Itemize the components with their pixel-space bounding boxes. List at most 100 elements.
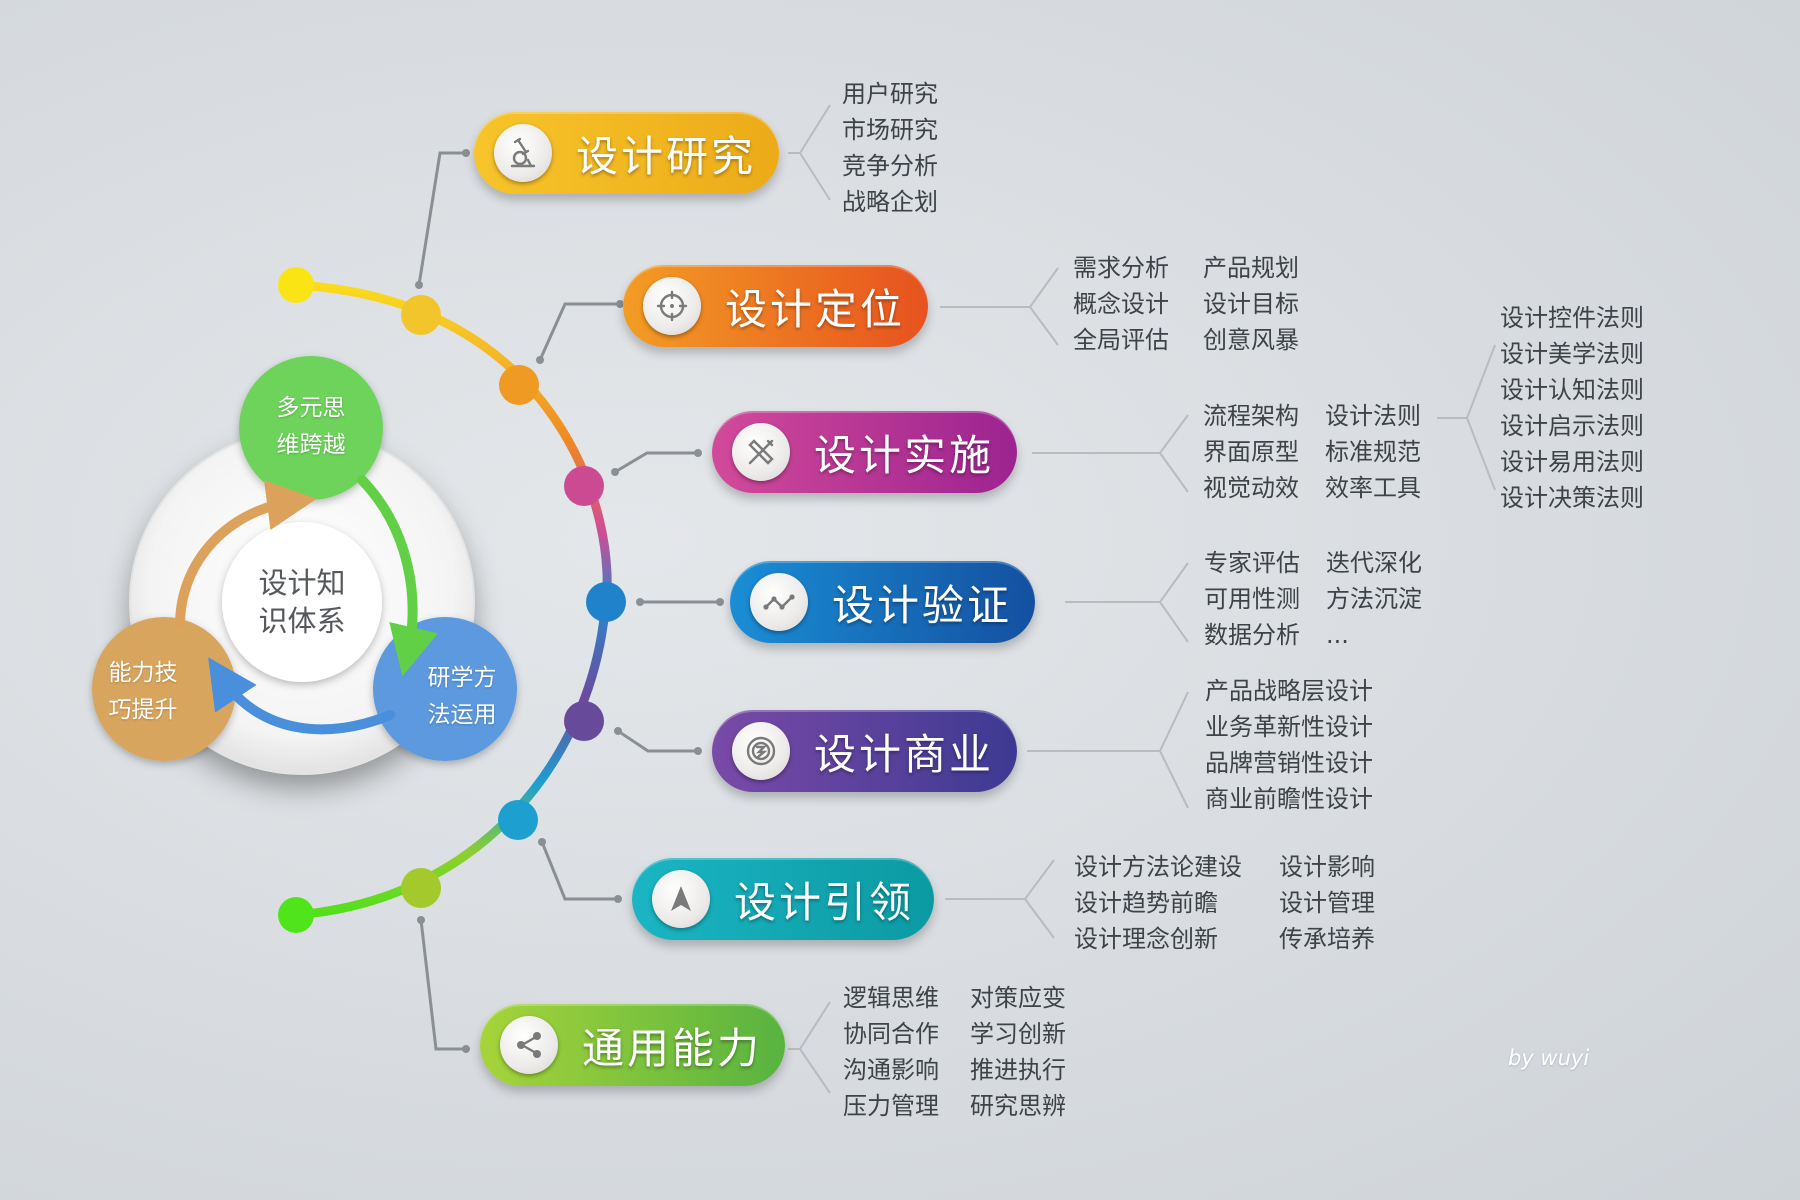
bracket-leadership (945, 859, 1055, 939)
list-item: ... (1326, 621, 1349, 649)
pill-label-design-positioning: 设计定位 (725, 284, 906, 334)
list-item: 设计认知法则 (1500, 376, 1644, 404)
connector-business (616, 729, 700, 753)
author-signature: by wuyi (1508, 1046, 1590, 1070)
list-item: 产品规划 (1203, 254, 1299, 282)
bracket-business (1027, 691, 1189, 809)
list-item: 数据分析 (1204, 621, 1300, 649)
arc-node-business (564, 701, 604, 741)
list-item: 设计启示法则 (1500, 412, 1644, 440)
pill-general-ability[interactable]: 通用能力 (480, 1004, 785, 1086)
list-item: 设计美学法则 (1500, 340, 1644, 368)
list-item: 研究思辨 (970, 1092, 1066, 1120)
microscope-icon (494, 124, 552, 182)
list-item: 设计影响 (1279, 853, 1375, 881)
bracket-research (788, 104, 831, 201)
bracket-general (788, 1001, 831, 1094)
connector-positioning (538, 302, 622, 362)
ruler-pencil-icon (732, 423, 790, 481)
pill-label-general-ability: 通用能力 (582, 1023, 763, 1073)
cycle-arrow-green (357, 475, 438, 677)
connector-leadership (540, 840, 620, 901)
pill-design-positioning[interactable]: 设计定位 (623, 265, 928, 347)
list-item: 可用性测 (1204, 585, 1300, 613)
pill-label-design-implementation: 设计实施 (814, 430, 995, 480)
list-item: 效率工具 (1325, 474, 1421, 502)
arc-end-top (278, 267, 314, 303)
list-design-validation-a: 专家评估 可用性测 数据分析 (1204, 545, 1300, 653)
list-item: 推进执行 (970, 1056, 1066, 1084)
bubble-skills (92, 617, 236, 761)
list-item: 设计控件法则 (1500, 304, 1644, 332)
bubble-label-skills: 能力技 巧提升 (108, 660, 178, 723)
list-design-validation-b: 迭代深化 方法沉淀 ... (1326, 545, 1422, 653)
list-item: 设计理念创新 (1074, 925, 1218, 953)
pill-design-validation[interactable]: 设计验证 (730, 561, 1035, 643)
list-item: 创意风暴 (1203, 326, 1299, 354)
cycle-arrow-blue (208, 657, 395, 735)
list-item: 市场研究 (842, 116, 938, 144)
compass-arrow-icon (652, 870, 710, 928)
list-item: 需求分析 (1073, 254, 1169, 282)
list-item: 流程架构 (1203, 402, 1299, 430)
list-design-leadership-b: 设计影响 设计管理 传承培养 (1279, 849, 1375, 957)
arc-node-general (401, 868, 441, 908)
cycle-arrow-orange (175, 480, 317, 630)
center-core (222, 522, 382, 682)
pill-label-design-research: 设计研究 (576, 131, 757, 181)
list-item: 产品战略层设计 (1205, 677, 1373, 705)
list-item: 专家评估 (1204, 549, 1300, 577)
list-item: 商业前瞻性设计 (1205, 785, 1373, 813)
list-design-implementation-a: 流程架构 界面原型 视觉动效 (1203, 398, 1299, 506)
pill-label-design-business: 设计商业 (814, 729, 995, 779)
list-item: 传承培养 (1279, 925, 1375, 953)
bracket-validation (1065, 562, 1189, 643)
list-item: 设计法则 (1325, 402, 1421, 430)
bubble-label-multi-thinking: 多元思 维跨越 (276, 395, 346, 458)
list-item: 设计管理 (1279, 889, 1375, 917)
pill-design-research[interactable]: 设计研究 (474, 112, 779, 194)
arc-node-research (401, 295, 441, 335)
arc-end-bottom (278, 897, 314, 933)
list-item: 品牌营销性设计 (1205, 749, 1373, 777)
list-item: 方法沉淀 (1326, 585, 1422, 613)
bubble-label-methods: 研学方 法运用 (427, 665, 497, 728)
connector-implementation (613, 451, 700, 474)
list-item: 视觉动效 (1203, 474, 1299, 502)
list-item: 设计方法论建设 (1074, 853, 1242, 881)
list-item: 迭代深化 (1326, 549, 1422, 577)
list-design-implementation-b: 设计法则 标准规范 效率工具 (1325, 398, 1421, 506)
center-title: 设计知 识体系 (258, 566, 346, 638)
list-item: 全局评估 (1073, 326, 1169, 354)
list-item: 设计目标 (1203, 290, 1299, 318)
bracket-positioning (940, 267, 1059, 346)
list-design-positioning-b: 产品规划 设计目标 创意风暴 (1203, 250, 1299, 358)
arc-node-implementation (564, 466, 604, 506)
bubble-multi-thinking (239, 356, 383, 500)
pill-design-business[interactable]: 设计商业 (712, 710, 1017, 792)
crosshair-icon (643, 277, 701, 335)
list-item: 沟通影响 (843, 1056, 939, 1084)
share-icon (500, 1016, 558, 1074)
list-item: 压力管理 (843, 1092, 939, 1120)
list-item: 协同合作 (843, 1020, 939, 1048)
bracket-implementation-sub (1437, 344, 1496, 491)
pill-design-leadership[interactable]: 设计引领 (632, 858, 934, 940)
list-item: 界面原型 (1203, 438, 1299, 466)
list-item: 逻辑思维 (843, 984, 939, 1012)
spiral-coin-icon (732, 722, 790, 780)
pill-label-design-leadership: 设计引领 (734, 877, 915, 927)
pill-label-design-validation: 设计验证 (832, 580, 1013, 630)
bracket-implementation (1032, 414, 1189, 493)
list-item: 业务革新性设计 (1205, 713, 1373, 741)
list-item: 对策应变 (970, 984, 1066, 1012)
pill-design-implementation[interactable]: 设计实施 (712, 411, 1017, 493)
list-general-ability-a: 逻辑思维 协同合作 沟通影响 压力管理 (843, 980, 939, 1124)
list-general-ability-b: 对策应变 学习创新 推进执行 研究思辨 (970, 980, 1066, 1124)
arc-node-validation (586, 582, 626, 622)
list-design-business: 产品战略层设计 业务革新性设计 品牌营销性设计 商业前瞻性设计 (1205, 673, 1373, 817)
list-item: 战略企划 (842, 188, 938, 216)
list-design-positioning-a: 需求分析 概念设计 全局评估 (1073, 250, 1169, 358)
